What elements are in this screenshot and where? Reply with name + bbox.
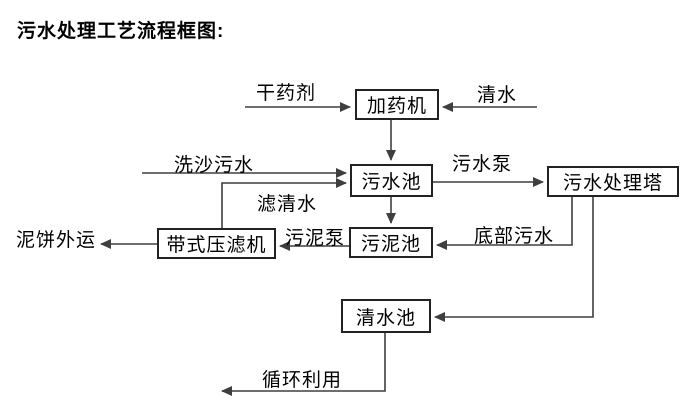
arrow-filtered-water-press-to-sewage-pool — [221, 178, 347, 228]
edge-label-clean-water: 清水 — [477, 85, 518, 106]
node-sewage-pool: 污水池 — [350, 164, 433, 197]
edge-label-bottom-sewage: 底部污水 — [474, 226, 555, 247]
node-belt-filter-press: 带式压滤机 — [157, 228, 276, 259]
edge-label-dry-chemical: 干药剂 — [256, 83, 317, 104]
node-sludge-pool: 污泥池 — [349, 227, 433, 258]
arrow-bottom-sewage-tower-to-sludge-pool — [436, 197, 573, 250]
arrow-clean-water-pool-to-recycling — [221, 333, 386, 396]
arrow-tower-to-clean-water-pool — [434, 197, 594, 322]
edge-label-sludge-pump: 污泥泵 — [285, 228, 346, 249]
node-dosing-machine: 加药机 — [355, 89, 439, 120]
node-clean-water-pool: 清水池 — [341, 299, 431, 333]
edge-label-sewage-pump: 污水泵 — [452, 154, 513, 175]
node-treatment-tower: 污水处理塔 — [547, 166, 679, 197]
edge-label-filtered-water: 滤清水 — [257, 194, 318, 215]
edge-label-sand-washing-sewage: 洗沙污水 — [174, 155, 255, 176]
diagram-title: 污水处理工艺流程框图: — [17, 21, 225, 42]
edge-label-recycling: 循环利用 — [262, 370, 343, 391]
edge-label-mud-cake-out: 泥饼外运 — [16, 230, 97, 251]
